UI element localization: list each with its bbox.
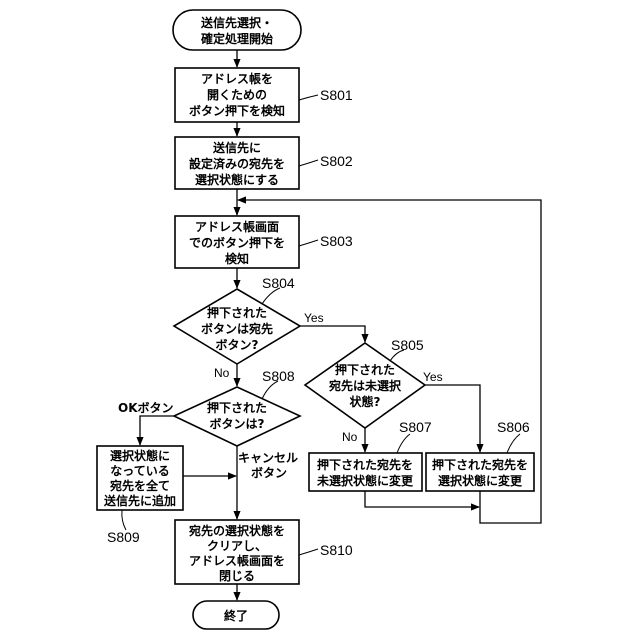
s801-line-3: ボタン押下を検知 bbox=[189, 103, 285, 118]
s809-line-4: 送信先に追加 bbox=[103, 493, 176, 508]
s803-line-1: アドレス帳画面 bbox=[195, 219, 279, 234]
s809-line-1: 選択状態に bbox=[110, 448, 170, 463]
s803-line-2: でのボタン押下を bbox=[189, 235, 285, 250]
start-line-1: 送信先選択・ bbox=[200, 15, 273, 30]
s801-leader bbox=[299, 95, 318, 100]
s802-leader bbox=[299, 160, 318, 166]
s804-yes-label: Yes bbox=[304, 311, 324, 325]
s805-line-2: 宛先は未選択 bbox=[328, 378, 402, 393]
s802-line-2: 設定済みの宛先を bbox=[189, 156, 285, 171]
s806-label: S806 bbox=[497, 419, 530, 435]
s802-label: S802 bbox=[320, 153, 353, 169]
s810-line-2: クリアし、 bbox=[207, 539, 267, 553]
s809-leader bbox=[122, 510, 126, 530]
arrow-s807-merge bbox=[365, 491, 479, 507]
s803-label: S803 bbox=[320, 233, 353, 249]
s809-line-3: 宛先を全て bbox=[109, 478, 170, 493]
s804-line-3: ボタン? bbox=[216, 337, 259, 352]
s808-ok-label: OKボタン bbox=[118, 400, 174, 415]
s808-label: S808 bbox=[262, 368, 295, 384]
s802-line-3: 選択状態にする bbox=[195, 172, 279, 187]
s803-leader bbox=[299, 240, 318, 246]
s810-label: S810 bbox=[320, 542, 353, 558]
s805-no-label: No bbox=[342, 430, 358, 444]
s808-cancel-label-2: ボタン bbox=[251, 465, 287, 480]
s804-no-label: No bbox=[214, 366, 230, 380]
arrow-s805-yes-to-s806 bbox=[425, 385, 480, 452]
s807-leader bbox=[397, 434, 410, 453]
start-line-2: 確定処理開始 bbox=[201, 31, 273, 46]
s807-label: S807 bbox=[399, 419, 432, 435]
s804-line-1: 押下された bbox=[207, 305, 267, 320]
s809-label: S809 bbox=[107, 529, 140, 545]
s810-line-4: 閉じる bbox=[219, 569, 255, 583]
s806-line-2: 選択状態に変更 bbox=[438, 473, 523, 488]
s805-yes-label: Yes bbox=[423, 370, 443, 384]
s808-line-2: ボタンは? bbox=[210, 416, 265, 431]
s808-line-1: 押下された bbox=[207, 400, 267, 415]
step-s802: 送信先に 設定済みの宛先を 選択状態にする S802 bbox=[175, 137, 353, 189]
arrow-s804-yes-to-s805 bbox=[300, 326, 365, 342]
s806-leader bbox=[507, 434, 520, 453]
s801-line-1: アドレス帳を bbox=[201, 71, 273, 86]
s809-line-2: なっている bbox=[110, 464, 169, 478]
start-terminal: 送信先選択・ 確定処理開始 bbox=[173, 10, 301, 50]
step-s809: 選択状態に なっている 宛先を全て 送信先に追加 S809 bbox=[97, 446, 183, 545]
s810-leader bbox=[299, 549, 318, 555]
s804-label: S804 bbox=[262, 275, 295, 291]
s810-line-1: 宛先の選択状態を bbox=[188, 523, 285, 538]
s802-line-1: 送信先に bbox=[212, 140, 261, 155]
end-terminal: 終了 bbox=[193, 601, 279, 629]
step-s810: 宛先の選択状態を クリアし、 アドレス帳画面を 閉じる S810 bbox=[175, 520, 353, 584]
s805-line-1: 押下された bbox=[335, 362, 395, 377]
s806-line-1: 押下された宛先を bbox=[432, 457, 528, 472]
s805-line-3: 状態? bbox=[350, 394, 381, 409]
step-s801: アドレス帳を 開くための ボタン押下を検知 S801 bbox=[175, 68, 353, 122]
decision-s805: 押下された 宛先は未選択 状態? S805 bbox=[305, 337, 425, 428]
s801-line-2: 開くための bbox=[207, 88, 267, 102]
s810-line-3: アドレス帳画面を bbox=[189, 553, 285, 568]
s807-line-2: 未選択状態に変更 bbox=[316, 473, 414, 488]
arrow-s808-ok-to-s809 bbox=[140, 416, 174, 445]
decision-s804: 押下された ボタンは宛先 ボタン? S804 bbox=[174, 275, 300, 364]
end-line-1: 終了 bbox=[224, 608, 248, 623]
s801-label: S801 bbox=[320, 87, 353, 103]
s807-line-1: 押下された宛先を bbox=[317, 457, 413, 472]
step-s803: アドレス帳画面 でのボタン押下を 検知 S803 bbox=[175, 216, 353, 268]
s803-line-3: 検知 bbox=[225, 251, 249, 266]
s808-cancel-label-1: キャンセル bbox=[238, 451, 298, 465]
step-s807: 押下された宛先を 未選択状態に変更 S807 bbox=[309, 419, 432, 491]
s804-line-2: ボタンは宛先 bbox=[201, 321, 273, 336]
s805-label: S805 bbox=[391, 337, 424, 353]
